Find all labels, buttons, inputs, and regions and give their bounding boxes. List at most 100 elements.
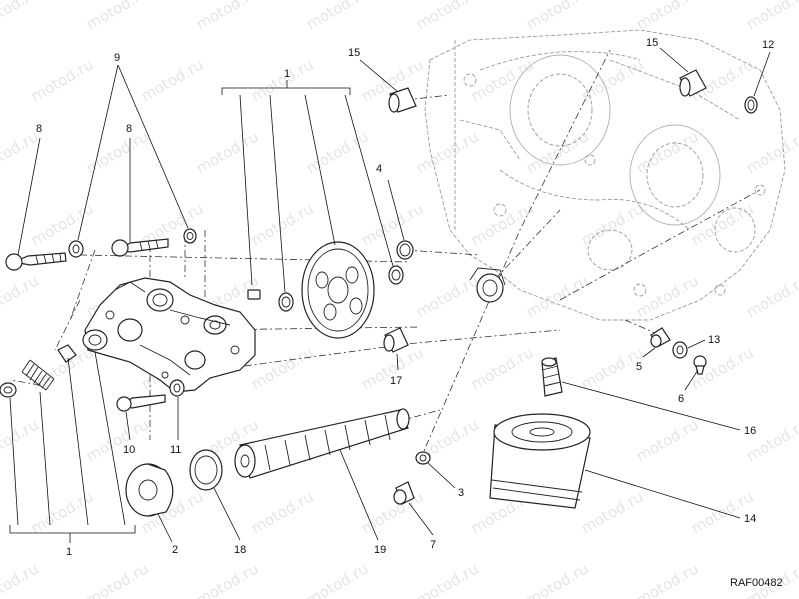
watermark-text: motod.ru [193, 559, 262, 599]
oil-filter-14 [489, 413, 591, 509]
bush-17 [383, 327, 409, 353]
watermark-text: motod.ru [633, 271, 702, 321]
watermark-text: motod.ru [413, 559, 482, 599]
washer-3 [415, 451, 431, 465]
relief-spring [21, 359, 55, 391]
watermark-text: motod.ru [303, 559, 372, 599]
kit-bracket-top [221, 80, 351, 95]
washer-13 [672, 341, 688, 359]
watermark-text: motod.ru [578, 55, 647, 105]
watermark-text: motod.ru [743, 271, 799, 321]
callout-16: 16 [744, 425, 756, 437]
bolt-8-mid [111, 238, 169, 257]
watermark-text: motod.ru [248, 487, 317, 537]
watermark-text: motod.ru [523, 127, 592, 177]
callout-8-mid: 8 [126, 123, 132, 135]
kit-bracket-bottom [9, 525, 136, 543]
watermark-text: motod.ru [138, 55, 207, 105]
callout-2: 2 [172, 544, 178, 556]
watermark-text: motod.ru [0, 559, 42, 599]
callout-3: 3 [458, 487, 464, 499]
watermark-text: motod.ru [28, 199, 97, 249]
watermark-text: motod.ru [0, 271, 42, 321]
callout-14: 14 [744, 513, 756, 525]
callout-8-left: 8 [36, 123, 42, 135]
watermark-text: motod.ru [743, 0, 799, 33]
o-ring-12 [744, 96, 758, 114]
watermark-text: motod.ru [633, 0, 702, 33]
drive-key [247, 289, 261, 300]
watermark-text: motod.ru [83, 0, 152, 33]
watermark-text: motod.ru [468, 55, 537, 105]
callout-18: 18 [234, 544, 246, 556]
sensor-5 [650, 327, 671, 348]
watermark-text: motod.ru [578, 199, 647, 249]
callout-7: 7 [430, 539, 436, 551]
callout-1-bottom: 1 [66, 546, 72, 558]
o-ring-4 [396, 240, 414, 260]
callout-5: 5 [636, 361, 642, 373]
relief-plug [0, 382, 17, 398]
callout-labels: 1 1 2 3 4 5 6 7 8 8 9 10 11 12 13 14 15 … [36, 37, 774, 558]
watermark-text: motod.ru [0, 0, 42, 33]
callout-1-top: 1 [284, 68, 290, 80]
watermark-text: motod.ru [523, 271, 592, 321]
callout-15-left: 15 [348, 47, 360, 59]
watermark-text: motod.ru [28, 55, 97, 105]
pump-gear [301, 241, 375, 339]
filter-nipple-16 [541, 357, 563, 397]
bush-15-right [679, 69, 707, 97]
circlip-right [388, 265, 404, 285]
oil-pump-body [82, 277, 256, 393]
callout-4: 4 [376, 163, 382, 175]
bolt-8-left [5, 252, 67, 271]
leader-lines [9, 47, 771, 543]
callout-12: 12 [762, 39, 774, 51]
watermark-text: motod.ru [468, 199, 537, 249]
callout-6: 6 [678, 393, 684, 405]
watermark-text: motod.ru [413, 127, 482, 177]
watermark-text: motod.ru [193, 0, 262, 33]
watermark-text: motod.ru [743, 127, 799, 177]
drain-plug-7 [393, 481, 415, 505]
washer-11 [169, 379, 185, 397]
watermark-text: motod.ru [303, 0, 372, 33]
callout-13: 13 [708, 334, 720, 346]
watermark-text: motod.ru [578, 487, 647, 537]
washer-9-left [68, 240, 84, 258]
watermark-text: motod.ru [413, 0, 482, 33]
relief-plunger [57, 344, 77, 363]
bush-15-left [388, 87, 417, 113]
watermark-text: motod.ru [633, 415, 702, 465]
callout-9: 9 [114, 52, 120, 64]
watermark-text: motod.ru [413, 271, 482, 321]
washer-9-mid [183, 228, 197, 244]
seal-18 [189, 449, 223, 491]
oil-strainer-19 [234, 408, 410, 479]
watermark-text: motod.ru [0, 415, 42, 465]
watermark-text: motod.ru [523, 559, 592, 599]
watermark-text: motod.ru [688, 199, 757, 249]
drawing-code: RAF00482 [730, 577, 783, 589]
watermark-text: motod.ru [83, 127, 152, 177]
watermark-text: motod.ru [633, 559, 702, 599]
watermark-text: motod.ru [468, 343, 537, 393]
callout-15-right: 15 [646, 37, 658, 49]
callout-10: 10 [123, 444, 135, 456]
watermark-text: motod.ru [83, 415, 152, 465]
callout-11: 11 [170, 444, 181, 456]
circlip [278, 292, 294, 312]
watermark-text: motod.ru [523, 0, 592, 33]
callout-17: 17 [390, 375, 402, 387]
oil-jet [469, 267, 506, 303]
plug-2 [125, 463, 174, 517]
watermark-text: motod.ru [248, 343, 317, 393]
watermark-text: motod.ru [83, 559, 152, 599]
watermark-text: motod.ru [193, 127, 262, 177]
bolt-10 [116, 394, 166, 412]
watermark-text: motod.ru [248, 199, 317, 249]
watermark-text: motod.ru [633, 127, 702, 177]
watermark-text: motod.ru [743, 415, 799, 465]
watermark-text: motod.ru [358, 199, 427, 249]
